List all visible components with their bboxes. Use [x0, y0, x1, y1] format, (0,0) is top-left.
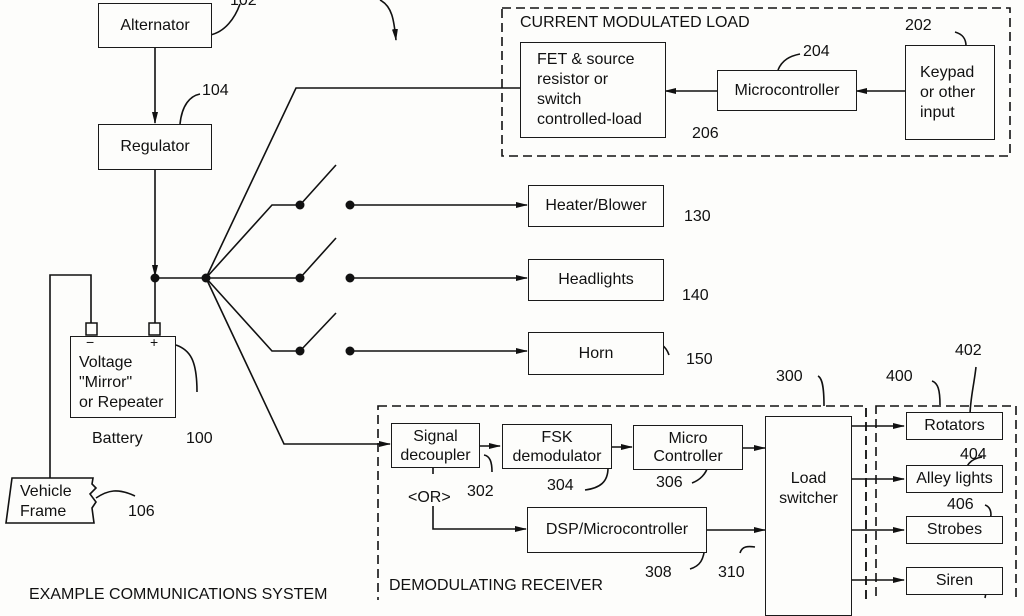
current-modulated-load-title: CURRENT MODULATED LOAD [520, 14, 750, 31]
regulator-ref: 104 [202, 82, 229, 99]
keypad-ref: 202 [905, 17, 932, 34]
microcontroller-block: Microcontroller [717, 70, 857, 111]
output-siren: Siren [906, 567, 1003, 595]
figure-title: EXAMPLE COMMUNICATIONS SYSTEM [29, 586, 328, 603]
fsk-demodulator-ref: 304 [547, 477, 574, 494]
vehicle-frame-shape [5, 477, 98, 524]
output-strobes: Strobes [906, 516, 1003, 544]
signal-decoupler-ref: 302 [467, 483, 494, 500]
load-headlights-ref: 140 [682, 287, 709, 304]
battery-ref: 100 [186, 430, 213, 447]
load-heater-blower: Heater/Blower [528, 185, 664, 227]
or-label: <OR> [408, 489, 451, 506]
battery-caption: Battery [92, 430, 143, 447]
dsp-microcontroller-ref: 308 [645, 564, 672, 581]
regulator-block: Regulator [98, 124, 212, 170]
battery-positive-terminal: + [150, 334, 159, 350]
output-rotators: Rotators [906, 412, 1003, 440]
battery-block: Voltage "Mirror" or Repeater [70, 336, 176, 418]
fsk-demodulator-block: FSK demodulator [502, 424, 612, 469]
vehicle-frame-ref: 106 [128, 503, 155, 520]
micro-controller-ref: 306 [656, 474, 683, 491]
outputs-ref: 400 [886, 368, 913, 385]
fet-block: FET & source resistor or switch controll… [520, 42, 666, 138]
load-heater-blower-ref: 130 [684, 208, 711, 225]
alternator-block: Alternator [98, 3, 212, 48]
load-horn: Horn [528, 332, 664, 375]
wiring-diagram [5, 0, 1017, 600]
vehicle-frame-label: Vehicle Frame [20, 483, 72, 520]
micro-controller-block: Micro Controller [633, 425, 743, 470]
fet-ref: 206 [692, 125, 719, 142]
load-horn-ref: 150 [686, 351, 713, 368]
dsp-microcontroller-block: DSP/Microcontroller [527, 507, 707, 553]
output-alley-lights: Alley lights [906, 465, 1003, 493]
rotators-ref: 402 [955, 342, 982, 359]
load-headlights: Headlights [528, 259, 664, 301]
load-switcher-ref: 310 [718, 564, 745, 581]
microcontroller-ref: 204 [803, 43, 830, 60]
battery-negative-terminal: − [86, 334, 95, 350]
receiver-ref: 300 [776, 368, 803, 385]
current-modulated-load-enclosure [501, 7, 1011, 157]
demodulating-receiver-title: DEMODULATING RECEIVER [389, 577, 603, 594]
outputs-enclosure [875, 405, 1017, 600]
alternator-ref: 102 [230, 0, 257, 9]
alley-lights-ref: 404 [960, 446, 987, 463]
load-switcher-block: Load switcher [765, 416, 852, 616]
strobes-ref: 406 [947, 496, 974, 513]
signal-decoupler-block: Signal decoupler [391, 423, 480, 468]
keypad-block: Keypad or other input [905, 45, 995, 140]
